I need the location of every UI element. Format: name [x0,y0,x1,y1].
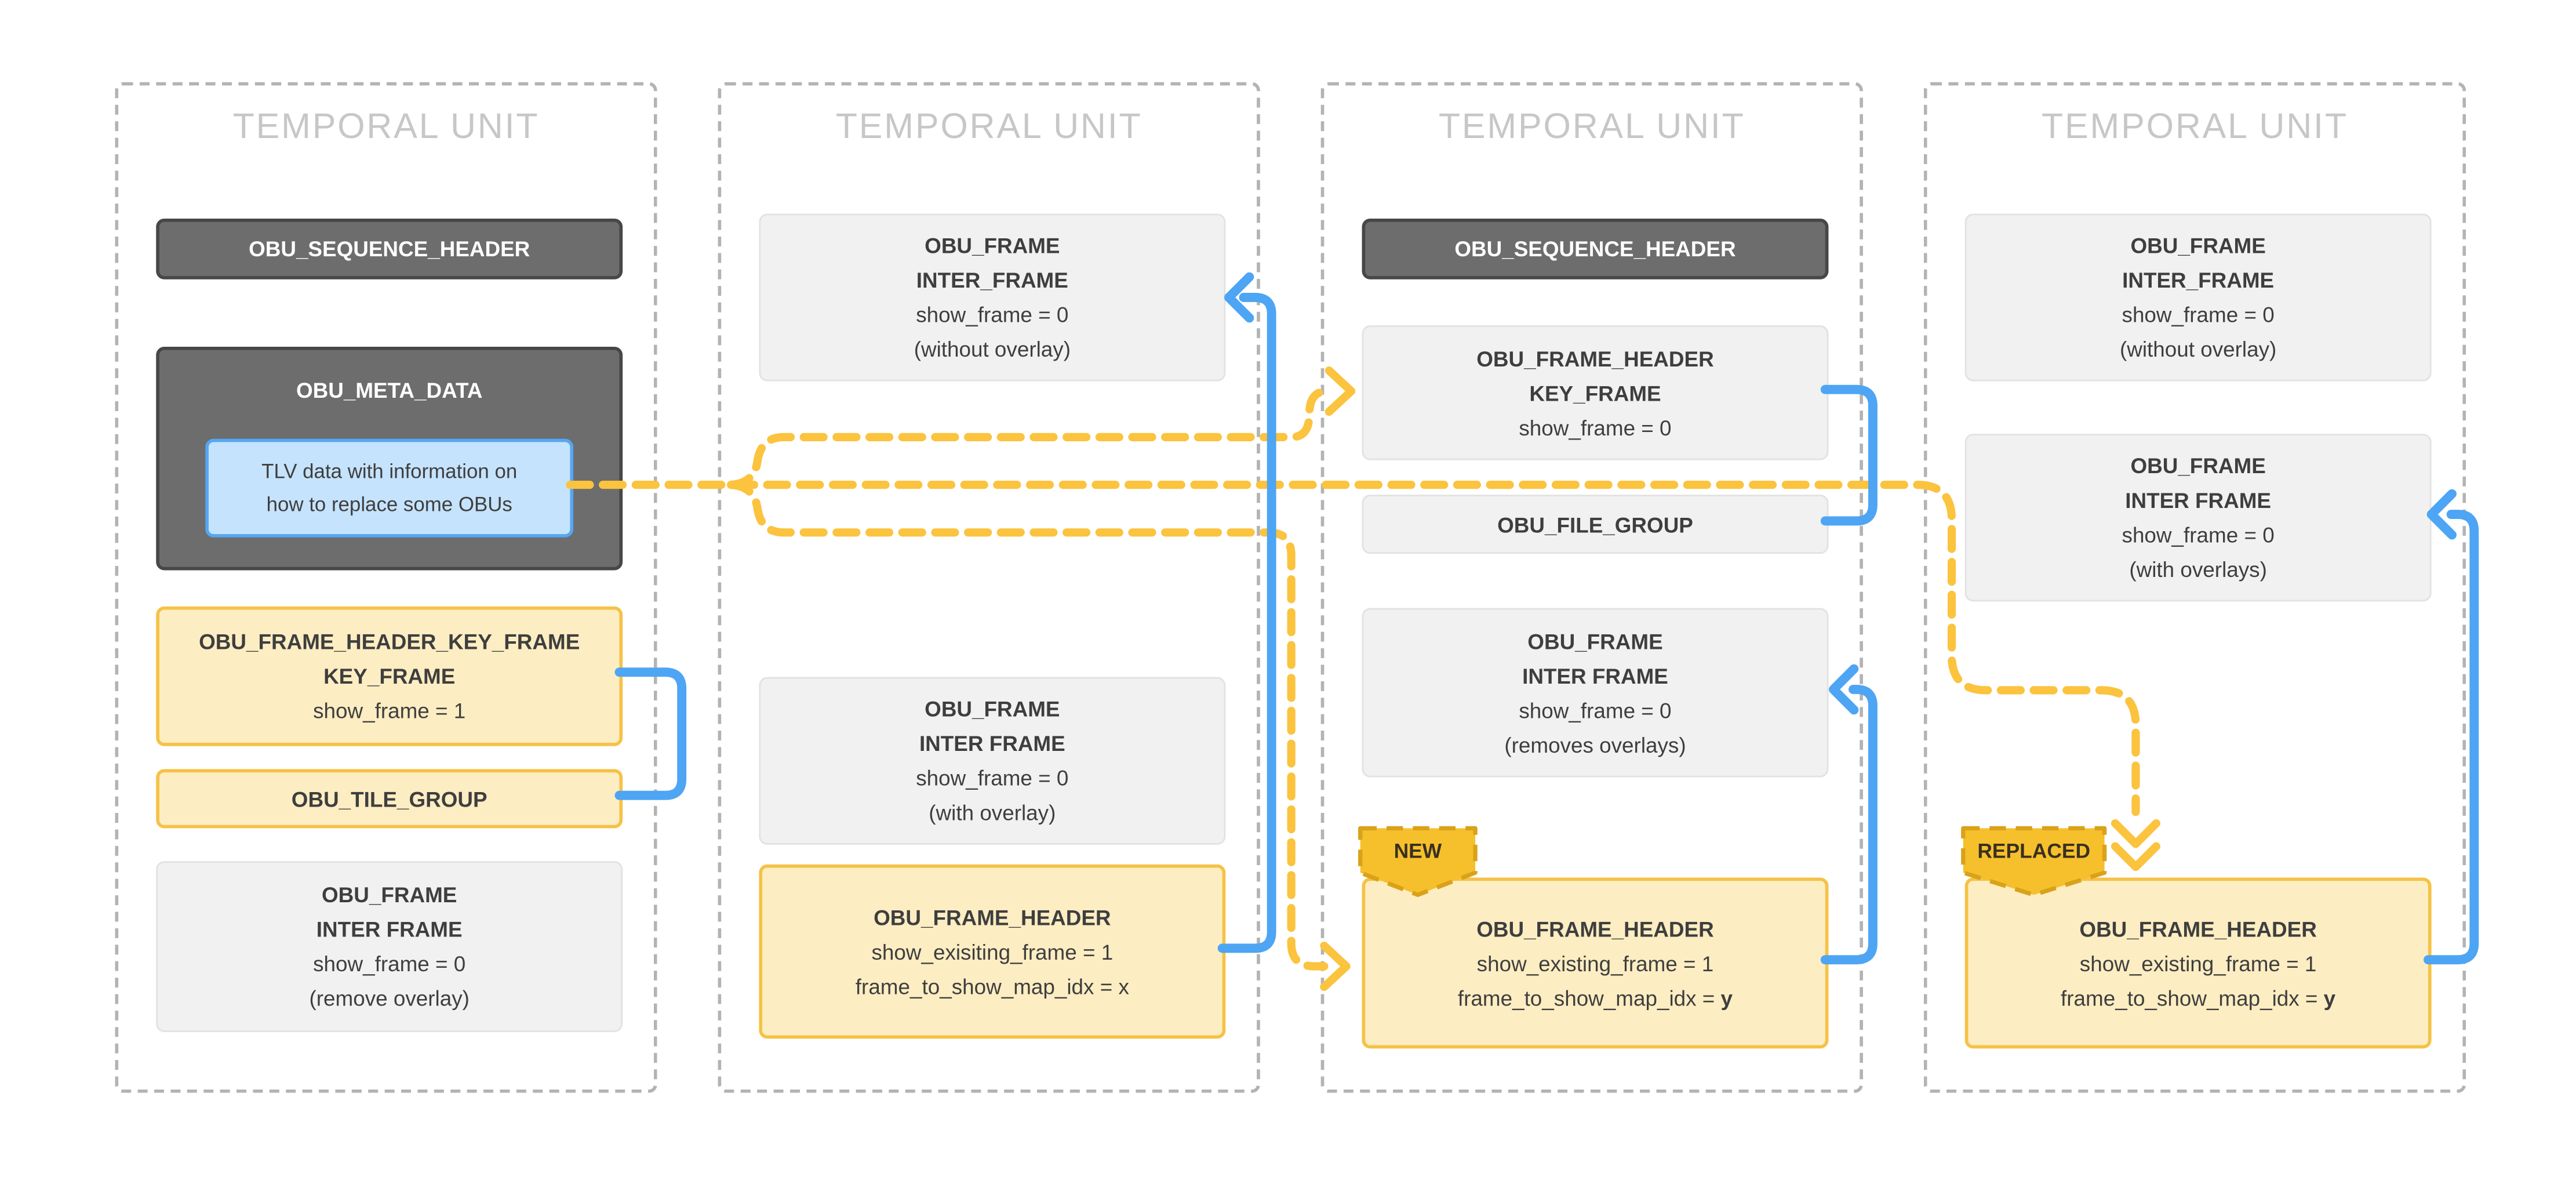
temporal-unit-title: TEMPORAL UNIT [835,107,1143,147]
obu-frame-without-overlay-box: OBU_FRAME INTER_FRAME show_frame = 0 (wi… [759,213,1226,382]
tlv-line: how to replace some OBUs [266,493,512,516]
box-line: show_exisiting_frame = 1 [871,939,1114,964]
box-line: OBU_FRAME_HEADER [1476,346,1714,371]
temporal-unit-title: TEMPORAL UNIT [1438,107,1745,147]
box-line: show_existing_frame = 1 [1476,950,1714,976]
obu-frame-header-new-box: OBU_FRAME_HEADER show_existing_frame = 1… [1362,877,1829,1049]
temporal-unit-title: TEMPORAL UNIT [2042,107,2348,147]
box-line: OBU_FRAME [2130,453,2266,478]
box-line: KEY_FRAME [1529,380,1661,405]
temporal-unit-column-4: TEMPORAL UNIT OBU_FRAME INTER_FRAME show… [1923,82,2466,1093]
box-line: show_existing_frame = 1 [2079,950,2317,976]
box-line: OBU_TILE_GROUP [291,786,487,811]
box-line: show_frame = 0 [916,302,1069,328]
obu-frame-inter-frame-box: OBU_FRAME INTER FRAME show_frame = 0 (re… [156,861,623,1032]
obu-frame-removes-overlays-box: OBU_FRAME INTER FRAME show_frame = 0 (re… [1362,608,1829,778]
box-line: INTER FRAME [316,917,463,942]
badge-pennant-shape [1961,826,2107,897]
box-line: show_frame = 0 [2122,302,2275,328]
obu-frame-header-replaced-box: OBU_FRAME_HEADER show_existing_frame = 1… [1964,877,2432,1049]
box-line: OBU_SEQUENCE_HEADER [1454,237,1736,262]
obu-sequence-header-box: OBU_SEQUENCE_HEADER [156,218,623,279]
box-line: OBU_FRAME_HEADER [1476,916,1714,941]
box-line: (removes overlays) [1504,732,1686,757]
tlv-line: TLV data with information on [261,460,518,484]
box-line: INTER_FRAME [916,267,1068,293]
box-line: OBU_FRAME [1527,629,1663,653]
tlv-note: TLV data with information on how to repl… [205,438,574,538]
box-line: KEY_FRAME [323,664,456,689]
box-line: show_frame = 0 [313,951,466,976]
temporal-unit-title: TEMPORAL UNIT [232,107,540,147]
temporal-unit-column-3: TEMPORAL UNIT OBU_SEQUENCE_HEADER OBU_FR… [1320,82,1863,1093]
obu-frame-with-overlays-box: OBU_FRAME INTER FRAME show_frame = 0 (wi… [1964,434,2432,602]
box-line: show_frame = 0 [2122,522,2275,547]
temporal-unit-column-2: TEMPORAL UNIT OBU_FRAME INTER_FRAME show… [718,82,1260,1093]
box-line: OBU_SEQUENCE_HEADER [249,237,530,262]
obu-sequence-header-box: OBU_SEQUENCE_HEADER [1362,218,1829,279]
box-line: show_frame = 0 [1519,698,1672,722]
box-line: OBU_META_DATA [296,377,483,403]
box-line: INTER FRAME [1522,663,1668,688]
badge-label: REPLACED [1977,839,2090,862]
box-line: OBU_FILE_GROUP [1497,511,1693,537]
badge-pennant-shape [1358,826,1478,897]
box-line: INTER FRAME [919,731,1065,756]
box-line: (without overlay) [2119,337,2277,362]
obu-frame-without-overlay-box: OBU_FRAME INTER_FRAME show_frame = 0 (wi… [1964,213,2432,382]
box-line: (with overlays) [2129,557,2267,582]
box-line: frame_to_show_map_idx = y [2061,985,2336,1010]
box-line: OBU_FRAME [322,882,457,907]
box-line: OBU_FRAME_HEADER [2079,916,2317,941]
obu-frame-header-show-existing-x-box: OBU_FRAME_HEADER show_exisiting_frame = … [759,864,1226,1039]
replaced-badge: REPLACED [1961,826,2107,897]
box-line: show_frame = 0 [1519,415,1672,440]
box-line: show_frame = 1 [313,698,466,724]
box-line: OBU_FRAME [925,696,1060,722]
obu-meta-data-box: OBU_META_DATA TLV data with information … [156,347,623,571]
obu-frame-header-key-frame-box: OBU_FRAME_HEADER_KEY_FRAME KEY_FRAME sho… [156,606,623,746]
badge-label: NEW [1394,839,1442,862]
box-line: INTER FRAME [2125,488,2272,513]
box-line: (remove overlay) [309,986,470,1011]
box-line: frame_to_show_map_idx = x [855,974,1129,999]
obu-tile-group-box: OBU_TILE_GROUP [156,769,623,829]
box-line: INTER_FRAME [2122,267,2275,293]
box-line: frame_to_show_map_idx = y [1457,985,1733,1010]
obu-file-group-box: OBU_FILE_GROUP [1362,495,1829,554]
box-line: (without overlay) [914,337,1071,362]
box-line: OBU_FRAME_HEADER_KEY_FRAME [199,629,580,655]
obu-frame-header-key-frame-box: OBU_FRAME_HEADER KEY_FRAME show_frame = … [1362,325,1829,460]
box-line: (with overlay) [929,800,1056,825]
box-line: OBU_FRAME_HEADER [874,905,1111,930]
box-line: show_frame = 0 [916,765,1069,791]
box-line: OBU_FRAME [925,233,1060,258]
obu-frame-with-overlay-box: OBU_FRAME INTER FRAME show_frame = 0 (wi… [759,677,1226,845]
box-line: OBU_FRAME [2130,233,2266,258]
new-badge: NEW [1358,826,1478,897]
temporal-unit-column-1: TEMPORAL UNIT OBU_SEQUENCE_HEADER OBU_ME… [115,82,657,1093]
